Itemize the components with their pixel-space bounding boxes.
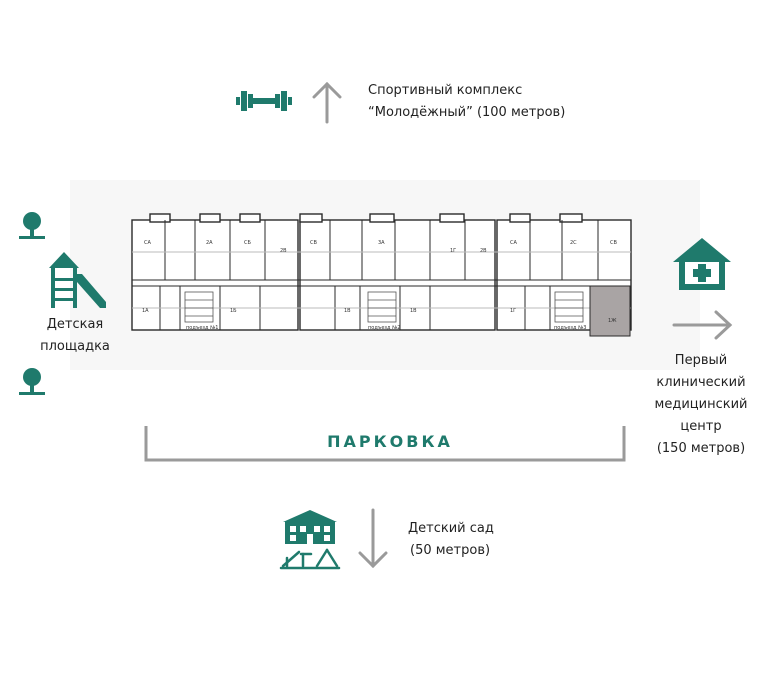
arrow-right-icon [670, 308, 734, 342]
plan-unit-label: СА [510, 240, 517, 246]
kindergarten-line-1: Детский сад [408, 521, 494, 536]
plan-unit-label: 1Ж [608, 318, 617, 324]
playground-line-2: площадка [40, 339, 110, 354]
medical-center-label: Первый клинический медицинский центр (15… [643, 350, 759, 460]
entrance-label: подъезд №3 [554, 325, 586, 331]
plan-unit-label: 1А [142, 308, 149, 314]
floor-plan: СА 2А СБ 2В СВ 3А 1Г 2В СА 2С СВ 1А 1Б 1… [130, 212, 635, 344]
tree-icon [17, 210, 47, 242]
medical-line-3: медицинский [654, 397, 748, 412]
medical-line-5: (150 метров) [656, 441, 746, 456]
plan-unit-label: 1В [410, 308, 417, 314]
plan-unit-label: 1Б [230, 308, 237, 314]
entrance-label: подъезд №2 [368, 325, 400, 331]
kindergarten-line-2: (50 метров) [410, 543, 491, 558]
kindergarten-icon [279, 508, 341, 570]
dumbbell-icon [236, 88, 292, 114]
plan-unit-label: 2В [280, 248, 287, 254]
plan-unit-label: СБ [244, 240, 251, 246]
sport-complex-label: Спортивный комплекс “Молодёжный” (100 ме… [368, 80, 565, 124]
plan-unit-label: 1В [344, 308, 351, 314]
playground-label: Детская площадка [30, 314, 120, 358]
sport-line-1: Спортивный комплекс [368, 83, 523, 98]
arrow-up-icon [312, 80, 342, 124]
plan-unit-label: 2В [480, 248, 487, 254]
plan-unit-label: 1Г [510, 308, 516, 314]
tree-icon [17, 366, 47, 398]
medical-house-icon [671, 236, 733, 292]
plan-unit-label: 2А [206, 240, 213, 246]
plan-unit-label: СА [144, 240, 151, 246]
playground-line-1: Детская [46, 317, 104, 332]
plan-unit-label: 3А [378, 240, 385, 246]
arrow-down-icon [358, 508, 388, 570]
sport-line-2: “Молодёжный” (100 метров) [368, 105, 566, 120]
entrance-label: подъезд №1 [186, 325, 218, 331]
kindergarten-label: Детский сад (50 метров) [408, 518, 494, 562]
plan-unit-label: 2С [570, 240, 577, 246]
parking-label: ПАРКОВКА [327, 432, 453, 451]
highlighted-apartment [589, 285, 631, 337]
medical-line-2: клинический [656, 375, 746, 390]
playground-slide-icon [44, 248, 108, 310]
medical-line-4: центр [680, 419, 722, 434]
parking-bracket [140, 422, 630, 464]
plan-unit-label: 1Г [450, 248, 456, 254]
medical-line-1: Первый [674, 353, 728, 368]
plan-unit-label: СВ [310, 240, 317, 246]
plan-unit-label: СВ [610, 240, 617, 246]
